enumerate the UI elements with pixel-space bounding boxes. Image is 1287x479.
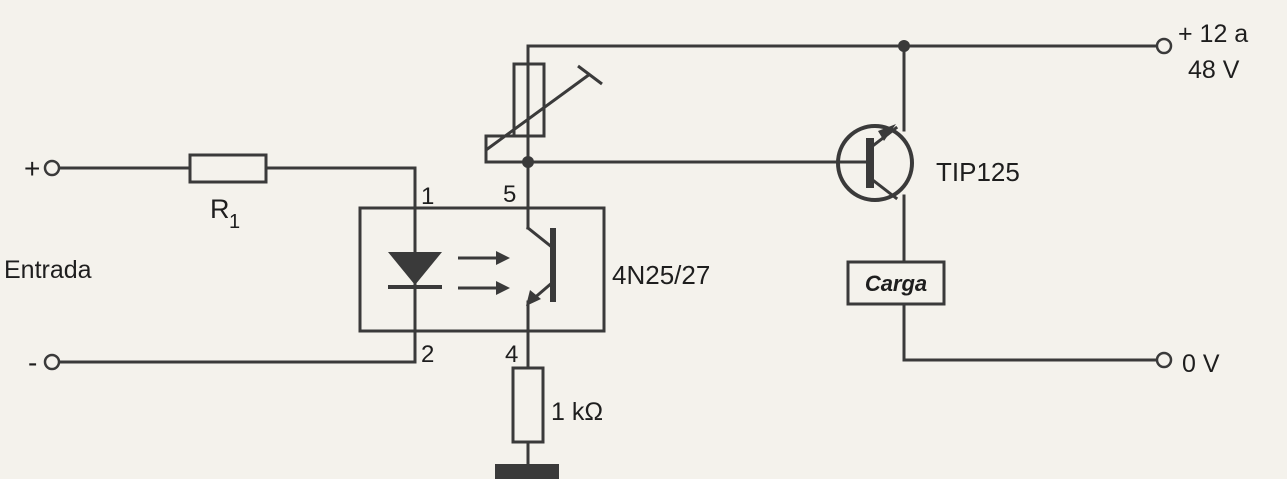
pin-4-label: 4 bbox=[505, 341, 518, 368]
pin-5-label: 5 bbox=[503, 181, 516, 208]
input-caption: Entrada bbox=[4, 256, 92, 284]
junction-base bbox=[522, 156, 534, 168]
phototransistor-symbol bbox=[525, 225, 556, 306]
input-minus-label: - bbox=[28, 347, 37, 378]
pin-1-label: 1 bbox=[421, 183, 434, 210]
resistor-1k-label: 1 kΩ bbox=[551, 398, 603, 426]
input-plus-terminal bbox=[43, 159, 61, 177]
pin-2-label: 2 bbox=[421, 341, 434, 368]
ground-terminal bbox=[1155, 351, 1173, 369]
transistor-part-label: TIP125 bbox=[936, 157, 1020, 187]
supply-terminal bbox=[1155, 37, 1173, 55]
resistor-1k bbox=[511, 366, 545, 444]
r1-subscript: 1 bbox=[229, 211, 240, 233]
supply-label-line2: 48 V bbox=[1188, 56, 1240, 84]
ground-symbol bbox=[495, 464, 559, 479]
wire-load-return bbox=[902, 302, 1160, 362]
r1-label: R bbox=[210, 194, 230, 224]
load-label: Carga bbox=[865, 271, 927, 296]
wire-trimmer-loop bbox=[484, 134, 530, 164]
ground-terminal-label: 0 V bbox=[1182, 350, 1220, 378]
resistor-r1 bbox=[188, 153, 268, 184]
optocoupler-package bbox=[358, 206, 606, 333]
input-plus-label: + bbox=[24, 153, 40, 184]
light-arrows bbox=[458, 251, 510, 295]
trimmer-potentiometer bbox=[485, 62, 603, 152]
supply-label-line1: + 12 a bbox=[1178, 20, 1248, 48]
optocoupler-part-label: 4N25/27 bbox=[612, 260, 710, 290]
load-box bbox=[846, 260, 946, 306]
tip125-transistor bbox=[836, 124, 914, 202]
led-symbol bbox=[388, 252, 442, 289]
input-minus-terminal bbox=[43, 353, 61, 371]
